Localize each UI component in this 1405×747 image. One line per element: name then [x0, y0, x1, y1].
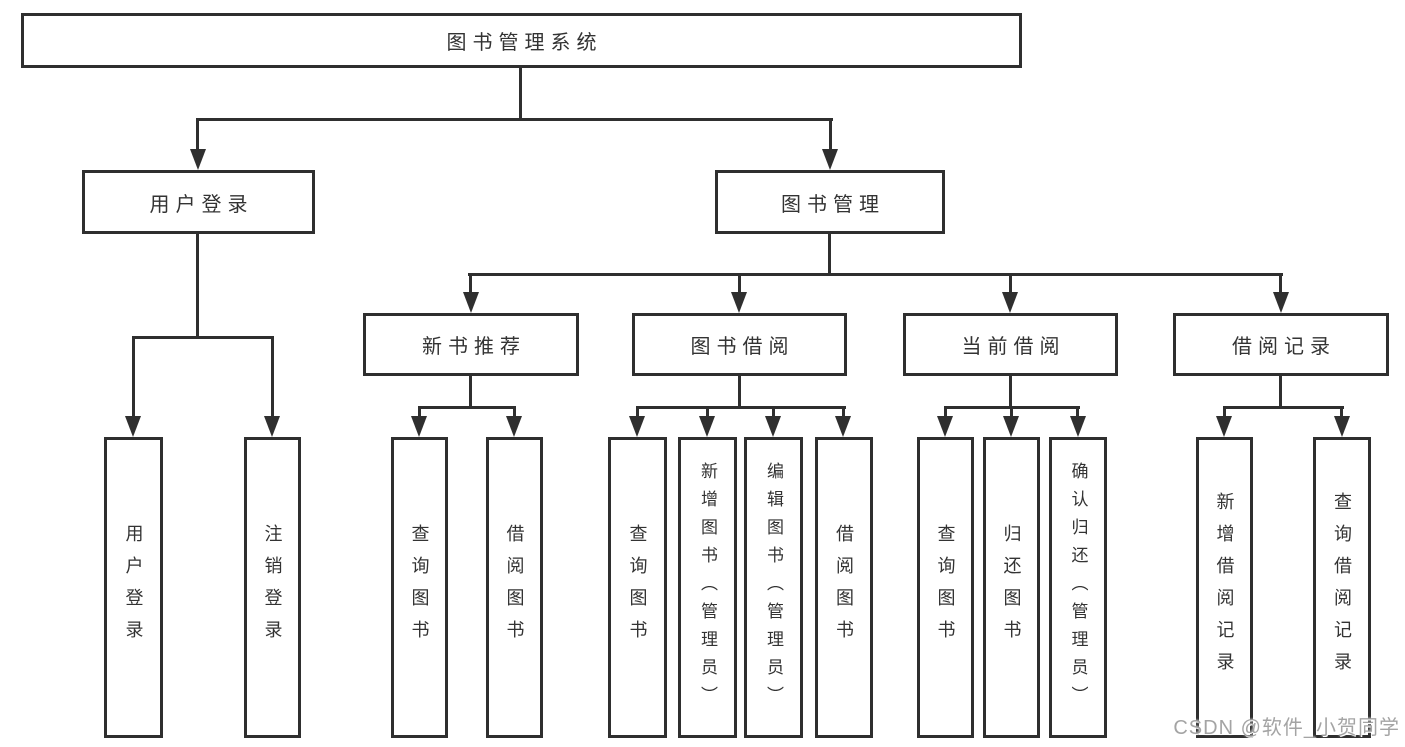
- leaf-logout: 注销登录: [244, 437, 301, 738]
- leaf-recommend-borrow-books: 借阅图书: [486, 437, 543, 738]
- csdn-watermark: CSDN @软件_小贺同学: [1173, 717, 1400, 739]
- arrow-down-icon: [411, 416, 427, 437]
- node-new-book-recommend-label: 新书推荐: [422, 336, 526, 358]
- connector-line: [1009, 273, 1012, 295]
- connector-line: [1223, 406, 1226, 419]
- node-book-borrowing: 图书借阅: [632, 313, 847, 376]
- arrow-down-icon: [1273, 292, 1289, 313]
- arrow-down-icon: [629, 416, 645, 437]
- connector-line: [468, 273, 1283, 276]
- node-book-management-label: 图书管理: [781, 193, 885, 216]
- leaf-user-login: 用户登录: [104, 437, 163, 738]
- arrow-down-icon: [1003, 416, 1019, 437]
- connector-line: [196, 118, 833, 121]
- leaf-records-query-record: 查询借阅记录: [1313, 437, 1371, 738]
- leaf-current-query-books-label: 查询图书: [935, 523, 956, 652]
- leaf-recommend-query-books: 查询图书: [391, 437, 448, 738]
- arrow-down-icon: [937, 416, 953, 437]
- connector-line: [418, 406, 516, 409]
- connector-line: [772, 406, 775, 419]
- leaf-logout-label: 注销登录: [262, 523, 283, 652]
- leaf-recommend-borrow-books-label: 借阅图书: [504, 523, 525, 652]
- connector-line: [469, 273, 472, 295]
- arrow-down-icon: [1216, 416, 1232, 437]
- connector-line: [271, 336, 274, 419]
- connector-line: [738, 376, 741, 409]
- node-borrowing-records: 借阅记录: [1173, 313, 1389, 376]
- connector-line: [738, 273, 741, 295]
- leaf-borrowing-add-books-admin: 新增图书（管理员）: [678, 437, 737, 738]
- connector-line: [132, 336, 274, 339]
- leaf-recommend-query-books-label: 查询图书: [409, 523, 430, 652]
- node-root: 图书管理系统: [21, 13, 1022, 68]
- arrow-down-icon: [463, 292, 479, 313]
- connector-line: [513, 406, 516, 419]
- arrow-down-icon: [1334, 416, 1350, 437]
- arrow-down-icon: [822, 149, 838, 170]
- connector-line: [1223, 406, 1344, 409]
- connector-line: [519, 68, 522, 121]
- arrow-down-icon: [264, 416, 280, 437]
- arrow-down-icon: [765, 416, 781, 437]
- leaf-borrowing-query-books: 查询图书: [608, 437, 667, 738]
- node-user-login: 用户登录: [82, 170, 315, 234]
- node-book-management: 图书管理: [715, 170, 945, 234]
- connector-line: [1010, 406, 1013, 419]
- node-current-borrowing-label: 当前借阅: [961, 336, 1066, 358]
- arrow-down-icon: [506, 416, 522, 437]
- connector-line: [1279, 376, 1282, 409]
- connector-line: [132, 336, 135, 419]
- leaf-current-return-books-label: 归还图书: [1001, 523, 1022, 652]
- leaf-records-query-record-label: 查询借阅记录: [1332, 491, 1352, 684]
- leaf-current-query-books: 查询图书: [917, 437, 974, 738]
- leaf-records-add-record-label: 新增借阅记录: [1214, 491, 1235, 684]
- connector-line: [1279, 273, 1282, 295]
- arrow-down-icon: [1002, 292, 1018, 313]
- connector-line: [418, 406, 421, 419]
- arrow-down-icon: [835, 416, 851, 437]
- leaf-current-confirm-return-admin-label: 确认归还（管理员）: [1068, 461, 1088, 714]
- leaf-borrowing-query-books-label: 查询图书: [627, 523, 648, 652]
- connector-line: [1340, 406, 1343, 419]
- leaf-borrowing-borrow-books-label: 借阅图书: [834, 523, 854, 652]
- connector-line: [196, 234, 199, 339]
- connector-line: [829, 118, 832, 151]
- leaf-borrowing-edit-books-admin: 编辑图书（管理员）: [744, 437, 803, 738]
- arrow-down-icon: [125, 416, 141, 437]
- connector-line: [1009, 376, 1012, 409]
- leaf-borrowing-add-books-admin-label: 新增图书（管理员）: [698, 461, 717, 714]
- connector-line: [828, 234, 831, 276]
- node-root-label: 图书管理系统: [446, 32, 603, 54]
- connector-line: [636, 406, 639, 419]
- arrow-down-icon: [190, 149, 206, 170]
- connector-line: [706, 406, 709, 419]
- node-borrowing-records-label: 借阅记录: [1232, 336, 1336, 358]
- connector-line: [196, 118, 199, 151]
- leaf-borrowing-edit-books-admin-label: 编辑图书（管理员）: [764, 461, 783, 714]
- connector-line: [842, 406, 845, 419]
- arrow-down-icon: [731, 292, 747, 313]
- connector-line: [1076, 406, 1079, 419]
- leaf-current-confirm-return-admin: 确认归还（管理员）: [1049, 437, 1107, 738]
- node-user-login-label: 用户登录: [149, 193, 254, 216]
- leaf-borrowing-borrow-books: 借阅图书: [815, 437, 873, 738]
- connector-line: [469, 376, 472, 409]
- leaf-current-return-books: 归还图书: [983, 437, 1040, 738]
- arrow-down-icon: [699, 416, 715, 437]
- node-new-book-recommend: 新书推荐: [363, 313, 579, 376]
- leaf-user-login-label: 用户登录: [123, 523, 144, 652]
- leaf-records-add-record: 新增借阅记录: [1196, 437, 1253, 738]
- node-current-borrowing: 当前借阅: [903, 313, 1118, 376]
- arrow-down-icon: [1070, 416, 1086, 437]
- connector-line: [944, 406, 947, 419]
- node-book-borrowing-label: 图书借阅: [690, 336, 795, 358]
- connector-line: [636, 406, 846, 409]
